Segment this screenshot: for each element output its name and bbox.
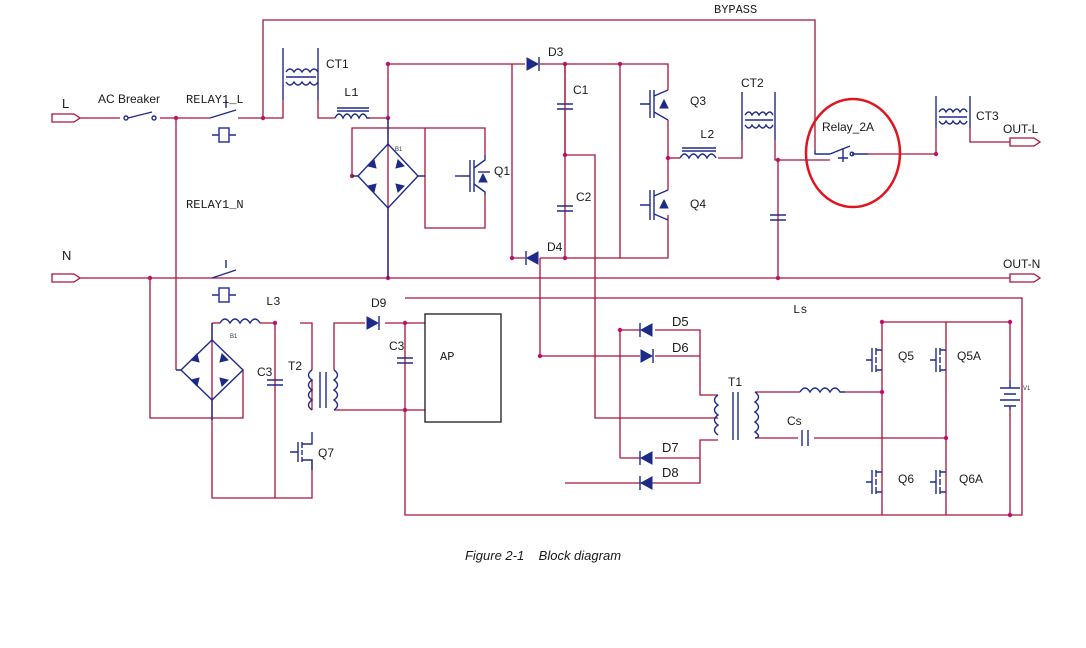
c2-label: C2 [576, 190, 592, 204]
relay-2a-switch [814, 145, 868, 162]
l2-inductor [679, 147, 717, 160]
c1-capacitor [557, 64, 573, 155]
c3-right-label: C3 [389, 339, 405, 353]
ct1-transformer [282, 48, 319, 100]
ct3-transformer [935, 96, 971, 128]
d9-diode [366, 316, 380, 330]
relay1-n-switch [211, 260, 237, 303]
out-n-label: OUT-N [1003, 257, 1040, 271]
bypass-label: BYPASS [714, 3, 757, 17]
ct2-label: CT2 [741, 76, 764, 90]
figure-title: Block diagram [538, 548, 622, 563]
ls-label: Ls [793, 303, 807, 317]
d5-diode [639, 323, 653, 337]
cs-label: Cs [787, 414, 802, 428]
t2-transformer [307, 369, 339, 411]
d6-label: D6 [672, 340, 689, 355]
q6a-label: Q6A [959, 472, 983, 486]
labels: BYPASS CT1 CT2 CT3 L N AC Breaker RELAY1… [62, 3, 1040, 486]
ap-label: AP [440, 350, 454, 364]
l-input-label: L [62, 96, 69, 111]
d8-diode [639, 476, 653, 490]
l1-inductor [334, 107, 370, 120]
l3-inductor [212, 318, 261, 325]
t2-label: T2 [288, 359, 302, 373]
q5-label: Q5 [898, 349, 914, 363]
d7-label: D7 [662, 440, 679, 455]
c3-left-label: C3 [257, 365, 273, 379]
q1-transistor [455, 155, 490, 195]
d6-diode [640, 349, 654, 363]
q4-label: Q4 [690, 197, 706, 211]
relay1-n-label: RELAY1_N [186, 198, 244, 212]
q7-mosfet [290, 432, 313, 470]
q5a-mosfet [930, 348, 946, 372]
q6-label: Q6 [898, 472, 914, 486]
figure-number: Figure 2-1 [464, 548, 525, 563]
b1-label: B1 [395, 147, 403, 153]
out-n-arrow [1009, 273, 1042, 283]
relay1-l-switch [209, 100, 237, 143]
q7-label: Q7 [318, 446, 334, 460]
relay1-l-label: RELAY1_L [186, 93, 244, 107]
v1-label: V1 [1023, 386, 1031, 392]
d4-label: D4 [547, 240, 563, 254]
q6a-mosfet [930, 470, 946, 494]
d8-label: D8 [662, 465, 679, 480]
b1-bridge-rectifier [352, 118, 425, 278]
d3-diode [526, 57, 540, 71]
q5-mosfet [866, 348, 882, 372]
l3-label: L3 [266, 295, 280, 309]
figure-caption: Figure 2-1 Block diagram [0, 548, 1086, 563]
l2-label: L2 [700, 128, 714, 142]
q3-label: Q3 [690, 94, 706, 108]
d9-label: D9 [371, 296, 387, 310]
c1-label: C1 [573, 83, 589, 97]
d7-diode [639, 451, 653, 465]
ct2-transformer [741, 92, 776, 140]
relay-2a-label: Relay_2A [822, 120, 874, 134]
q6-mosfet [866, 470, 882, 494]
b1-lower-label: B1 [230, 334, 238, 340]
terminal-arrows [51, 113, 1042, 283]
c2-capacitor [557, 205, 573, 212]
ap-block [424, 313, 502, 423]
output-capacitor [770, 214, 786, 221]
c3-left-capacitor [267, 379, 283, 386]
n-input-label: N [62, 248, 71, 263]
junctions [147, 61, 1013, 518]
ct1-label: CT1 [326, 57, 349, 71]
q5a-label: Q5A [957, 349, 981, 363]
ac-breaker-label: AC Breaker [98, 92, 160, 106]
b1-lower-bridge-rectifier [176, 323, 245, 420]
q1-label: Q1 [494, 164, 510, 178]
relay-2a-highlight-circle [804, 97, 902, 209]
c3-right-capacitor [397, 357, 413, 364]
cs-capacitor [801, 430, 809, 446]
v1-battery [1000, 380, 1020, 410]
out-l-arrow [1009, 137, 1042, 147]
t1-transformer [713, 391, 760, 440]
l-input-arrow [51, 113, 82, 123]
n-input-arrow [51, 273, 82, 283]
ls-inductor [799, 387, 845, 394]
d5-label: D5 [672, 314, 689, 329]
l1-label: L1 [344, 86, 358, 100]
ct3-label: CT3 [976, 109, 999, 123]
q4-transistor [640, 189, 669, 221]
d4-diode [525, 251, 539, 265]
circuit-schematic: BYPASS CT1 CT2 CT3 L N AC Breaker RELAY1… [51, 3, 1042, 518]
ac-breaker-switch [123, 111, 157, 121]
out-l-label: OUT-L [1003, 122, 1039, 136]
q3-transistor [640, 89, 669, 121]
t1-label: T1 [728, 375, 742, 389]
d3-label: D3 [548, 45, 564, 59]
